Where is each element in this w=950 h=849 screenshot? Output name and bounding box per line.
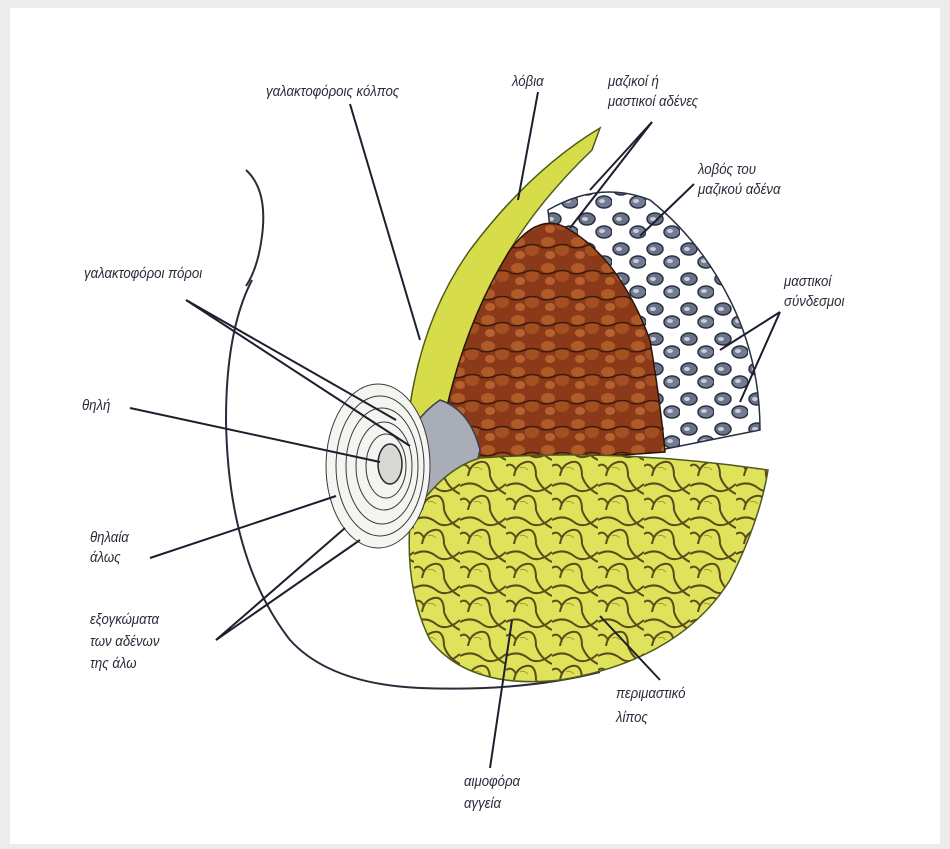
label-vessels-line1: αιμοφόρα	[464, 772, 520, 791]
label-lobules: λόβια	[512, 72, 544, 91]
label-gland-lobe-line2: μαζικού αδένα	[698, 180, 781, 199]
label-nipple: θηλή	[82, 396, 110, 415]
label-ligaments-line2: σύνδεσμοι	[784, 292, 844, 311]
label-fat-line2: λίπος	[616, 708, 648, 727]
label-montgomery-line2: των αδένων	[90, 632, 159, 651]
label-areola-line2: άλως	[90, 548, 121, 567]
label-mammary-glands-line1: μαζικοί ή	[608, 72, 659, 91]
retromammary-fat	[409, 455, 768, 682]
label-lactiferous-ducts: γαλακτοφόροι πόροι	[84, 264, 202, 283]
label-fat-line1: περιμαστικό	[616, 684, 686, 703]
label-montgomery-line1: εξογκώματα	[90, 610, 159, 629]
nipple-shape	[378, 444, 402, 484]
label-lactiferous-sinus: γαλακτοφόροις κόλπος	[266, 82, 399, 101]
label-gland-lobe-line1: λοβός του	[698, 160, 756, 179]
label-vessels-line2: αγγεία	[464, 794, 501, 813]
label-areola-line1: θηλαία	[90, 528, 129, 547]
label-montgomery-line3: της άλω	[90, 654, 136, 673]
label-ligaments-line1: μαστικοί	[784, 272, 831, 291]
label-mammary-glands-line2: μαστικοί αδένες	[608, 92, 698, 111]
